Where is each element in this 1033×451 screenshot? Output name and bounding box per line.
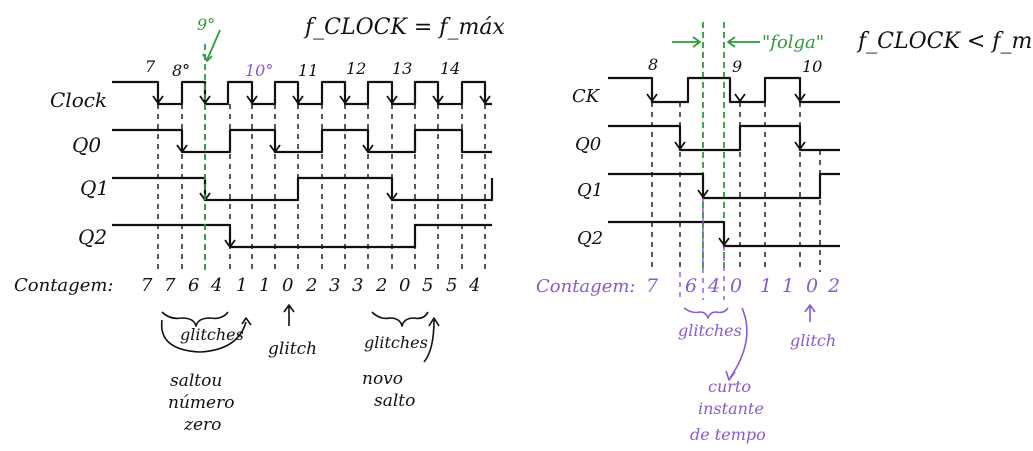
q1-waveform [112, 176, 494, 202]
right-count-value: 2 [827, 275, 840, 297]
count-value: 5 [446, 275, 457, 296]
clock-waveform [112, 80, 492, 106]
salto-note: salto [374, 391, 415, 411]
clk-num-13: 13 [392, 59, 412, 78]
right-count-values: 7 6 4 0 1 1 0 2 [646, 275, 840, 297]
numero-note: número [168, 393, 234, 413]
count-value: 5 [422, 275, 433, 296]
right-count-value: 6 [685, 275, 697, 297]
glitches-brace-1 [161, 311, 229, 327]
q1-waveform-right [608, 172, 840, 200]
clk-num-12: 12 [346, 59, 366, 78]
right-count-value: 1 [760, 275, 772, 297]
clk-num-9: 9° [197, 15, 215, 34]
clk-num-7: 7 [145, 57, 156, 76]
glitches-brace-2 [371, 311, 429, 327]
right-title: f_CLOCK < f_máx [856, 29, 1033, 54]
q2-label: Q2 [78, 225, 107, 249]
right-annotations [683, 304, 816, 381]
q2-waveform [112, 223, 492, 249]
novo-note: novo [362, 369, 403, 389]
right-count-value: 7 [646, 275, 659, 297]
q1-label: Q1 [80, 176, 109, 200]
right-guides [651, 102, 821, 272]
q0-label-right: Q0 [575, 134, 601, 155]
right-diagram: f_CLOCK < f_máx "folga" CK Q0 Q1 Q2 [536, 22, 1033, 444]
count-value: 1 [236, 275, 247, 296]
de-tempo-note: de tempo [690, 425, 766, 444]
right-glitches-note: glitches [678, 321, 742, 340]
count-value: 7 [141, 275, 153, 296]
curto-note: curto [708, 377, 751, 396]
glitch-arrow [283, 304, 295, 326]
glitches-note-1: glitches [180, 325, 244, 344]
right-clk-num-8: 8 [648, 55, 658, 74]
left-diagram: f_CLOCK = f_máx Clock Q0 Q1 Q2 [14, 15, 505, 435]
right-count-value: 0 [730, 275, 742, 297]
q1-label-right: Q1 [577, 180, 603, 201]
saltou-note: saltou [170, 371, 222, 391]
right-count-label: Contagem: [536, 276, 635, 297]
ck-waveform [608, 76, 840, 104]
clk-num-11: 11 [298, 61, 318, 80]
left-title: f_CLOCK = f_máx [303, 15, 505, 40]
novo-salto-arrow [423, 317, 440, 363]
count-value: 7 [164, 275, 176, 296]
right-edge-arrows [646, 93, 806, 246]
glitches-note-2: glitches [364, 333, 428, 352]
left-count-label: Contagem: [14, 275, 113, 296]
right-count-value: 4 [707, 275, 720, 297]
q0-label: Q0 [72, 133, 101, 157]
count-value: 4 [468, 275, 480, 296]
count-value: 2 [305, 275, 317, 296]
glitch-note: glitch [268, 339, 317, 359]
right-glitch-note: glitch [790, 331, 836, 350]
count-value: 3 [329, 275, 340, 296]
green-marker [202, 29, 221, 272]
q0-waveform [112, 128, 492, 154]
instante-note: instante [698, 399, 764, 418]
count-value: 0 [399, 275, 410, 296]
clk-num-8: 8° [172, 61, 190, 80]
count-value: 3 [352, 275, 363, 296]
q2-waveform-right [608, 220, 840, 248]
left-guides [157, 104, 486, 272]
count-value: 4 [210, 275, 222, 296]
ck-label: CK [572, 86, 601, 107]
clock-label: Clock [50, 88, 107, 112]
count-value: 6 [188, 275, 199, 296]
count-value: 1 [259, 275, 270, 296]
zero-note: zero [183, 415, 221, 435]
slack-marker [672, 22, 760, 272]
right-purple-guides [679, 198, 725, 300]
left-edge-arrows [152, 95, 491, 248]
glitches-loop-arrow [241, 317, 252, 326]
clk-num-14: 14 [440, 59, 460, 78]
left-count-values: 7 7 6 4 1 1 0 2 3 3 2 0 5 5 4 [141, 275, 480, 296]
count-value: 2 [375, 275, 387, 296]
slack-label: "folga" [762, 32, 824, 53]
right-count-value: 0 [806, 275, 818, 297]
right-clk-num-10: 10 [802, 57, 822, 76]
glitches-loop [160, 319, 247, 353]
q2-label-right: Q2 [577, 228, 603, 249]
count-value: 0 [282, 275, 293, 296]
clk-num-10: 10° [245, 61, 273, 80]
right-clk-num-9: 9 [732, 57, 742, 76]
right-count-value: 1 [782, 275, 794, 297]
